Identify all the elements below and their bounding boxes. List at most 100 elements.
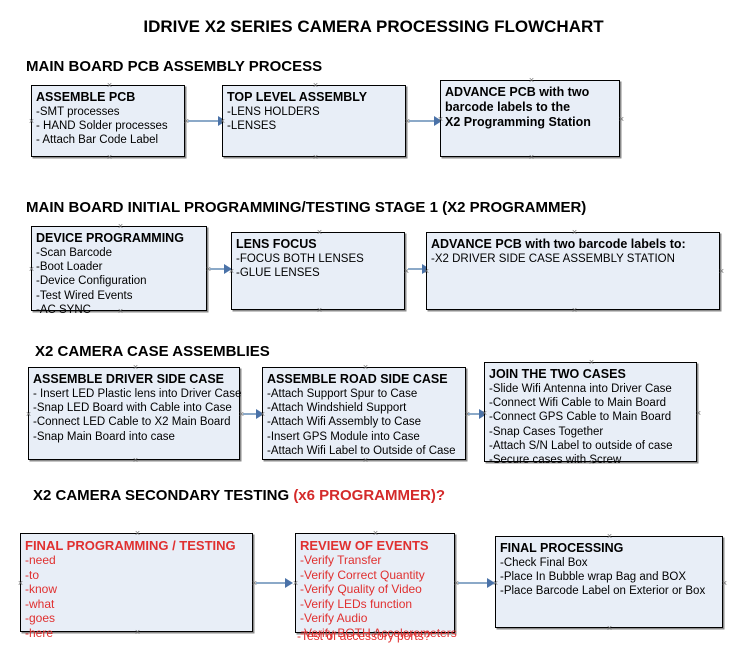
- node-line: -AC SYNC: [36, 303, 91, 316]
- node-line: X2 Programming Station: [445, 115, 591, 129]
- section-heading-text: MAIN BOARD INITIAL PROGRAMMING/TESTING S…: [26, 199, 587, 216]
- node-assemble-driver-side-case[interactable]: ASSEMBLE DRIVER SIDE CASE - Insert LED P…: [28, 367, 242, 460]
- node-assemble-road-side-case[interactable]: ASSEMBLE ROAD SIDE CASE -Attach Support …: [262, 367, 466, 460]
- arrowhead-icon: [285, 578, 293, 588]
- node-line: -GLUE LENSES: [236, 267, 320, 280]
- resize-handle-bottom[interactable]: [571, 307, 578, 314]
- connector-top-level-to-advance-pcb: [409, 120, 438, 122]
- node-top-level-assembly[interactable]: TOP LEVEL ASSEMBLY -LENS HOLDERS -LENSES: [222, 85, 406, 157]
- resize-handle-right[interactable]: [721, 580, 728, 587]
- resize-handle-bottom[interactable]: [528, 154, 535, 161]
- resize-handle-bottom[interactable]: [362, 457, 369, 464]
- node-title: TOP LEVEL ASSEMBLY: [227, 90, 368, 104]
- section-heading-main-board-initial-programming: MAIN BOARD INITIAL PROGRAMMING/TESTING S…: [26, 199, 586, 216]
- node-line: -Device Configuration: [36, 275, 147, 288]
- node-line: -Attach Support Spur to Case: [267, 388, 418, 400]
- node-line: -Verify Quality of Video: [300, 582, 422, 596]
- node-join-the-two-cases[interactable]: JOIN THE TWO CASES -Slide Wifi Antenna i…: [484, 362, 697, 466]
- connector-assemble-pcb-to-top-level: [188, 120, 220, 122]
- section-heading-text: MAIN BOARD PCB ASSEMBLY PROCESS: [26, 58, 323, 75]
- resize-handle-bottom[interactable]: [606, 625, 613, 632]
- node-line: -to: [25, 567, 40, 582]
- node-line: -Attach S/N Label to outside of case: [489, 439, 673, 452]
- connector-road-side-to-join-cases: [468, 413, 484, 415]
- node-title: ASSEMBLE DRIVER SIDE CASE: [33, 372, 225, 386]
- node-line: -Attach Wifi Label to Outside of Case: [267, 444, 456, 457]
- node-overflow-line-review-of-events: -Test of accessory ports?: [297, 629, 431, 643]
- node-line: -here: [25, 625, 54, 640]
- resize-handle-right[interactable]: [718, 268, 725, 275]
- page-title: IDRIVE X2 SERIES CAMERA PROCESSING FLOWC…: [143, 17, 604, 36]
- node-title: REVIEW OF EVENTS: [300, 538, 429, 553]
- node-title: JOIN THE TWO CASES: [489, 367, 626, 381]
- node-line: -Insert GPS Module into Case: [267, 430, 420, 443]
- node-line: -Attach Windshield Support: [267, 402, 407, 415]
- resize-handle-bottom[interactable]: [316, 307, 323, 314]
- section-heading-main-board-pcb-assembly: MAIN BOARD PCB ASSEMBLY PROCESS: [26, 58, 322, 75]
- node-title: DEVICE PROGRAMMING: [36, 231, 184, 245]
- node-final-programming-testing[interactable]: FINAL PROGRAMMING / TESTING -need -to -k…: [20, 533, 253, 640]
- section-heading-x2-camera-secondary-testing: X2 CAMERA SECONDARY TESTING (x6 PROGRAMM…: [33, 487, 445, 504]
- resize-handle-bottom[interactable]: [132, 457, 139, 464]
- node-title: ASSEMBLE ROAD SIDE CASE: [267, 372, 448, 386]
- node-line: - Insert LED Plastic lens into Driver Ca…: [33, 388, 242, 400]
- node-line: -Attach Wifi Assembly to Case: [267, 416, 422, 429]
- resize-handle-bottom[interactable]: [106, 154, 113, 161]
- node-final-processing[interactable]: FINAL PROCESSING -Check Final Box -Place…: [495, 536, 723, 628]
- node-line: barcode labels to the: [445, 100, 571, 114]
- node-line: -Verify LEDs function: [300, 596, 413, 611]
- arrowhead-icon: [224, 264, 232, 274]
- node-line: - HAND Solder processes: [36, 120, 168, 133]
- node-line: -LENSES: [227, 120, 277, 133]
- node-line: -Place In Bubble wrap Bag and BOX: [500, 571, 687, 584]
- connector-review-of-events-to-final-processing: [458, 582, 490, 584]
- node-title: FINAL PROGRAMMING / TESTING: [25, 538, 236, 553]
- node-line: -Snap Cases Together: [489, 425, 604, 438]
- node-review-of-events[interactable]: REVIEW OF EVENTS -Verify Transfer -Verif…: [295, 533, 457, 640]
- node-lens-focus[interactable]: LENS FOCUS -FOCUS BOTH LENSES -GLUE LENS…: [231, 232, 405, 310]
- node-advance-pcb-to-x2-programming-station[interactable]: ADVANCE PCB with two barcode labels to t…: [440, 80, 620, 157]
- node-line: -Connect LED Cable to X2 Main Board: [33, 416, 231, 429]
- arrowhead-icon: [434, 116, 442, 126]
- connector-lens-focus-to-advance-pcb: [408, 268, 426, 270]
- node-line: -X2 DRIVER SIDE CASE ASSEMBLY STATION: [431, 253, 675, 265]
- node-title: FINAL PROCESSING: [500, 541, 624, 555]
- node-line: -Scan Barcode: [36, 247, 113, 259]
- node-line: -FOCUS BOTH LENSES: [236, 253, 364, 265]
- section-heading-x2-camera-case-assemblies: X2 CAMERA CASE ASSEMBLIES: [35, 343, 270, 360]
- node-line: -Verify Correct Quantity: [300, 567, 425, 582]
- connector-device-programming-to-lens-focus: [210, 268, 228, 270]
- node-line: -need: [25, 553, 56, 567]
- section-heading-text: X2 CAMERA SECONDARY TESTING: [33, 487, 294, 504]
- node-line: -Secure cases with Screw: [489, 454, 622, 467]
- node-line: -Verify Audio: [300, 611, 368, 625]
- node-line: -Connect GPS Cable to Main Board: [489, 411, 672, 424]
- node-title: ADVANCE PCB with two: [445, 85, 590, 99]
- node-assemble-pcb[interactable]: ASSEMBLE PCB -SMT processes - HAND Solde…: [31, 85, 185, 157]
- node-line: -LENS HOLDERS: [227, 106, 320, 118]
- node-line: -Slide Wifi Antenna into Driver Case: [489, 383, 672, 395]
- node-line: -goes: [25, 611, 56, 625]
- node-line: -know: [25, 582, 58, 596]
- arrowhead-icon: [256, 409, 264, 419]
- node-line: -Boot Loader: [36, 261, 103, 274]
- section-heading-red-note: (x6 PROGRAMMER)?: [293, 487, 445, 504]
- node-line: -SMT processes: [36, 106, 120, 118]
- node-line: -Check Final Box: [500, 557, 588, 569]
- node-line: -Connect Wifi Cable to Main Board: [489, 397, 667, 410]
- node-line: -Verify Transfer: [300, 553, 382, 567]
- node-title: ADVANCE PCB with two barcode labels to:: [431, 237, 686, 251]
- connector-driver-side-to-road-side: [243, 413, 260, 415]
- resize-handle-right[interactable]: [618, 116, 625, 123]
- node-advance-pcb-to-driver-side-case-station[interactable]: ADVANCE PCB with two barcode labels to: …: [426, 232, 720, 310]
- node-device-programming[interactable]: DEVICE PROGRAMMING -Scan Barcode -Boot L…: [31, 226, 207, 316]
- node-line: -Snap Main Board into case: [33, 430, 175, 443]
- resize-handle-right[interactable]: [695, 410, 702, 417]
- node-title: LENS FOCUS: [236, 237, 317, 251]
- connector-final-programming-to-review-of-events: [256, 582, 288, 584]
- node-line: -Snap LED Board with Cable into Case: [33, 402, 232, 415]
- resize-handle-bottom[interactable]: [312, 154, 319, 161]
- arrowhead-icon: [487, 578, 495, 588]
- node-line: -Test Wired Events: [36, 289, 133, 302]
